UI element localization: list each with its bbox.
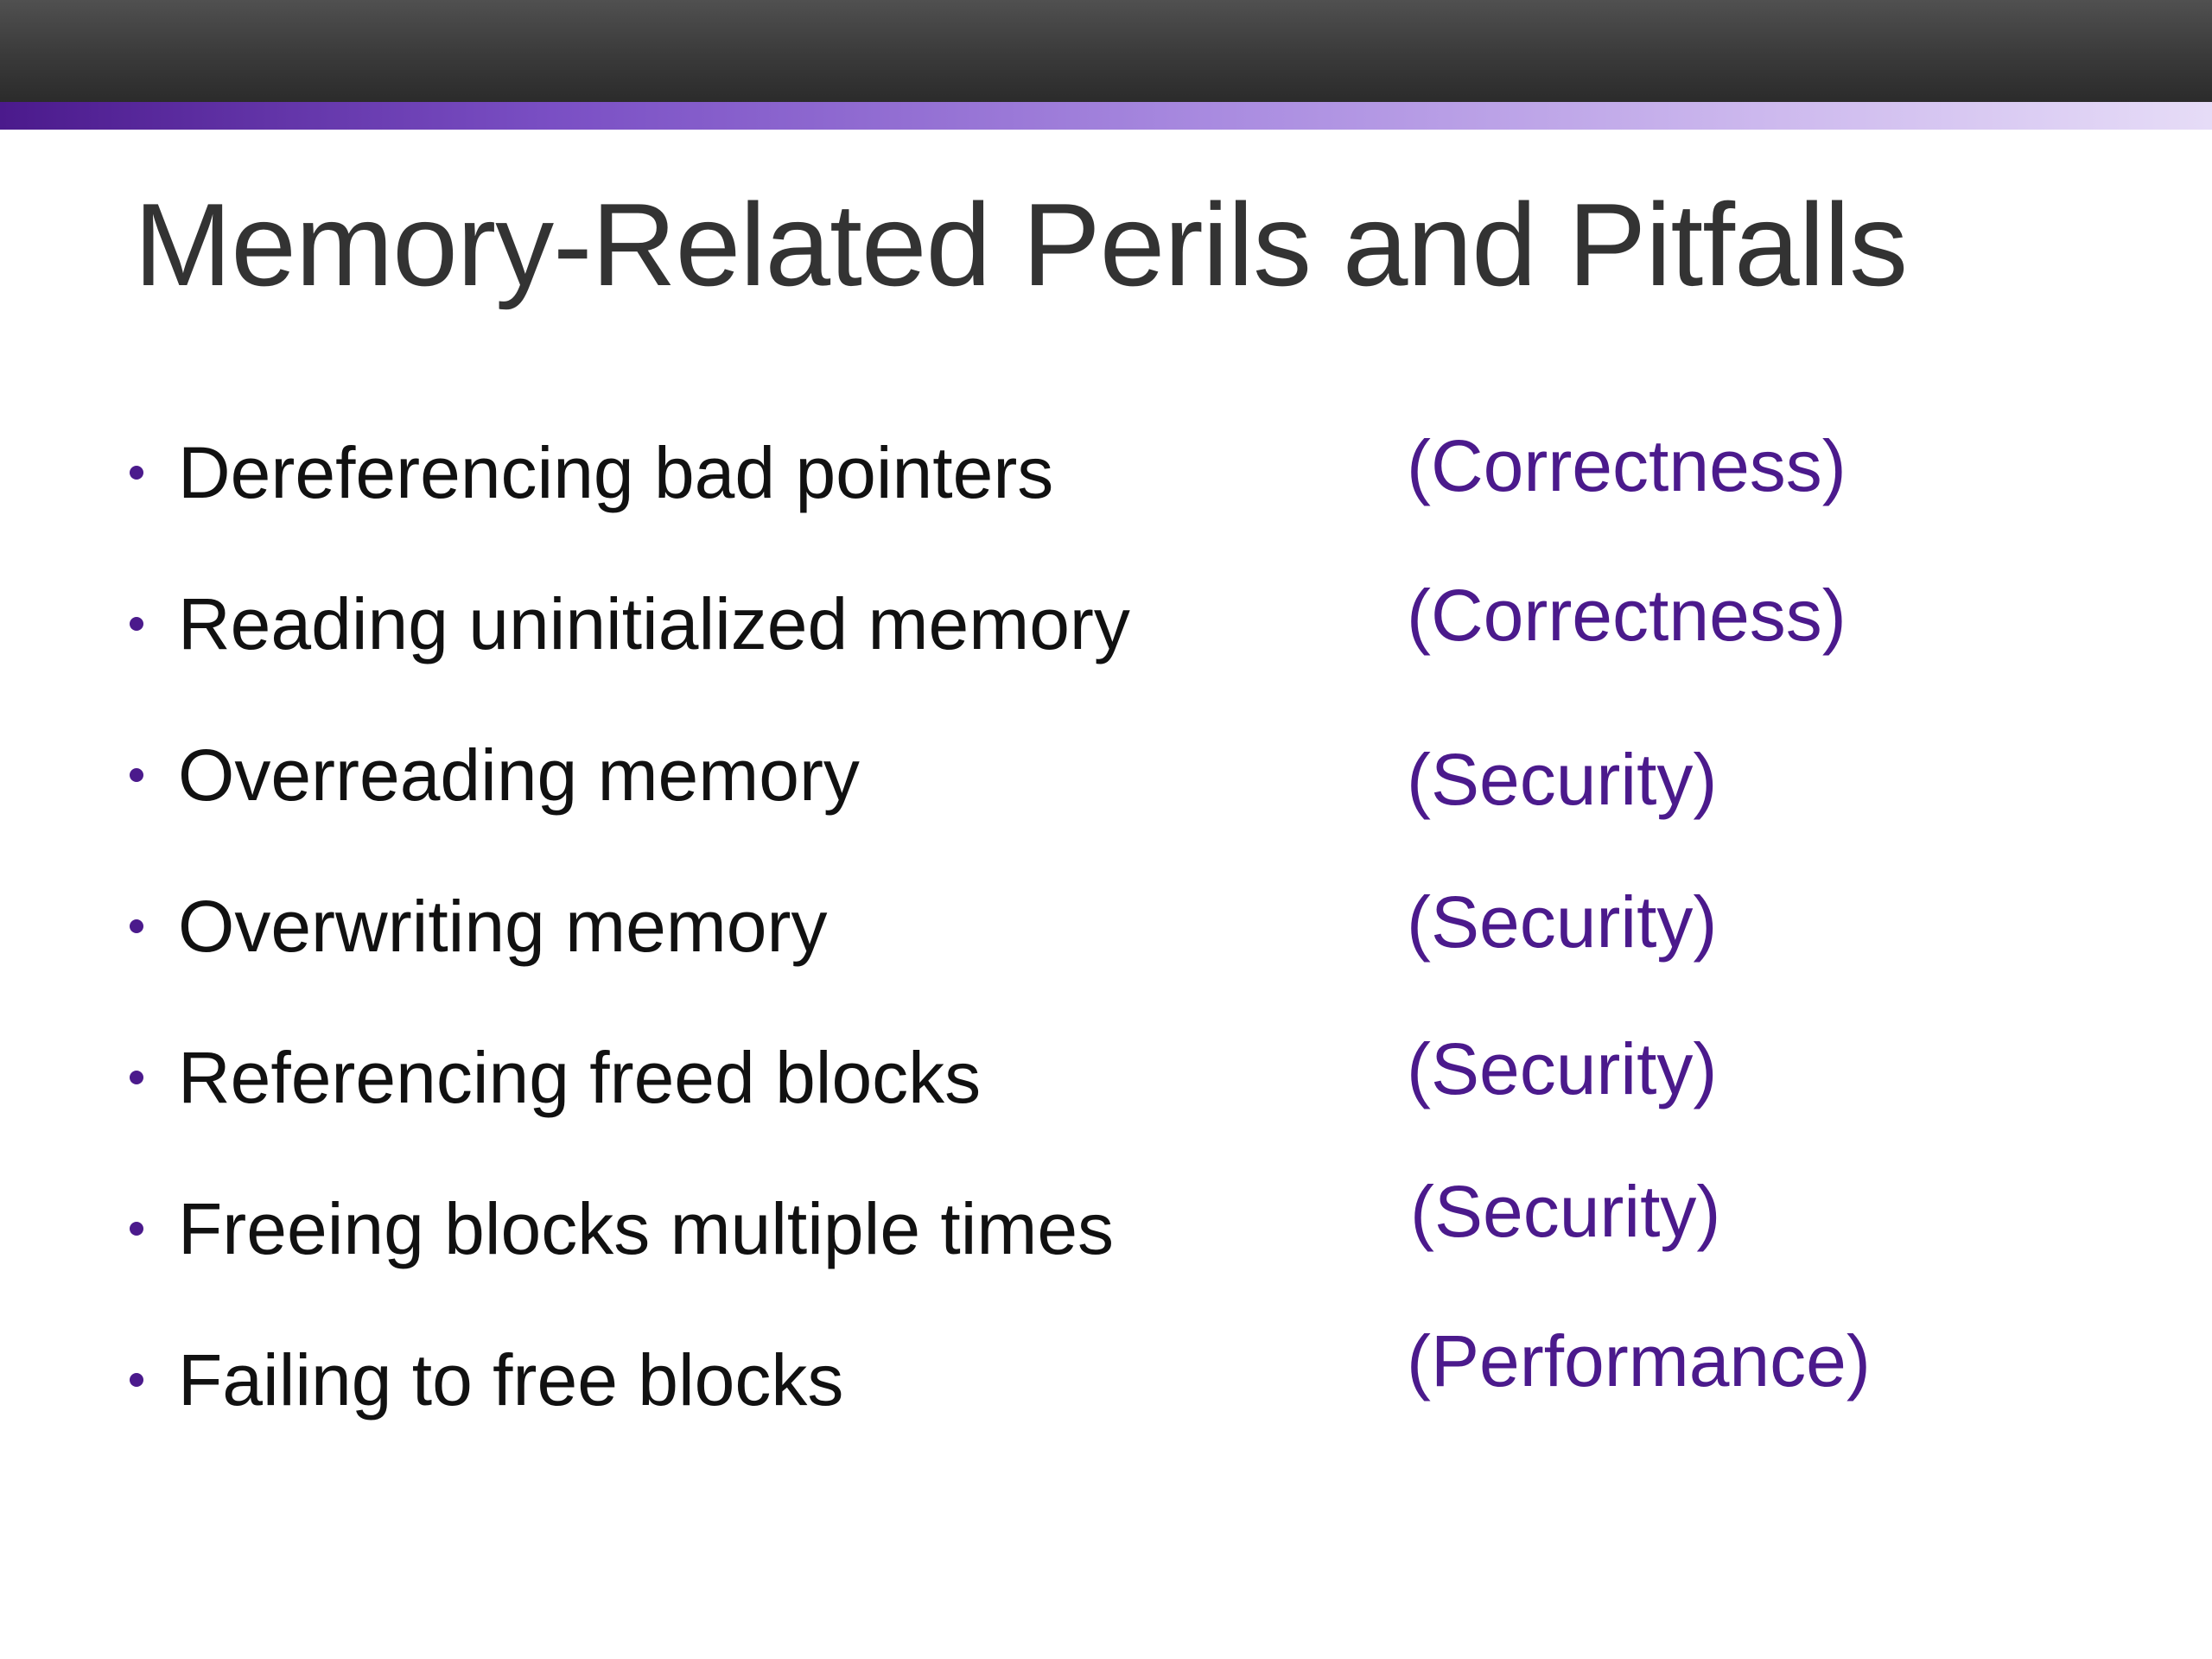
bullet-dot-icon [130,617,143,631]
bullet-text: Overwriting memory [178,886,828,967]
bullet-text: Referencing freed blocks [178,1037,982,1118]
bullet-dot-icon [130,768,143,782]
bullet-text: Overreading memory [178,734,860,816]
bullet-category-tag: (Security) [1407,881,1718,963]
slide-header-bar [0,0,2212,102]
bullet-dot-icon [130,1222,143,1236]
bullet-item-overreading-memory: Overreading memory (Security) [130,730,2117,825]
bullet-text: Failing to free blocks [178,1339,844,1421]
bullet-category-tag: (Security) [1410,1171,1721,1252]
bullet-category-tag: (Correctness) [1407,425,1847,506]
bullet-dot-icon [130,1373,143,1387]
slide-accent-stripe [0,102,2212,130]
bullet-item-reading-uninitialized-memory: Reading uninitialized memory (Correctnes… [130,575,2117,674]
bullet-item-failing-to-free-blocks: Failing to free blocks (Performance) [130,1320,2117,1430]
bullet-item-dereferencing-bad-pointers: Dereferencing bad pointers (Correctness) [130,425,2117,523]
bullet-text: Freeing blocks multiple times [178,1188,1115,1269]
bullet-item-freeing-blocks-multiple-times: Freeing blocks multiple times (Security) [130,1171,2117,1279]
bullet-category-tag: (Performance) [1407,1320,1871,1402]
bullet-item-overwriting-memory: Overwriting memory (Security) [130,881,2117,976]
bullet-dot-icon [130,1071,143,1084]
bullet-category-tag: (Correctness) [1407,575,1847,656]
bullet-text: Reading uninitialized memory [178,583,1130,664]
bullet-dot-icon [130,466,143,480]
bullet-item-referencing-freed-blocks: Referencing freed blocks (Security) [130,1028,2117,1128]
bullet-category-tag: (Security) [1407,739,1718,820]
bullet-category-tag: (Security) [1407,1028,1718,1109]
bullet-dot-icon [130,919,143,933]
slide-title: Memory-Related Perils and Pitfalls [134,179,1908,310]
bullet-text: Dereferencing bad pointers [178,432,1054,513]
